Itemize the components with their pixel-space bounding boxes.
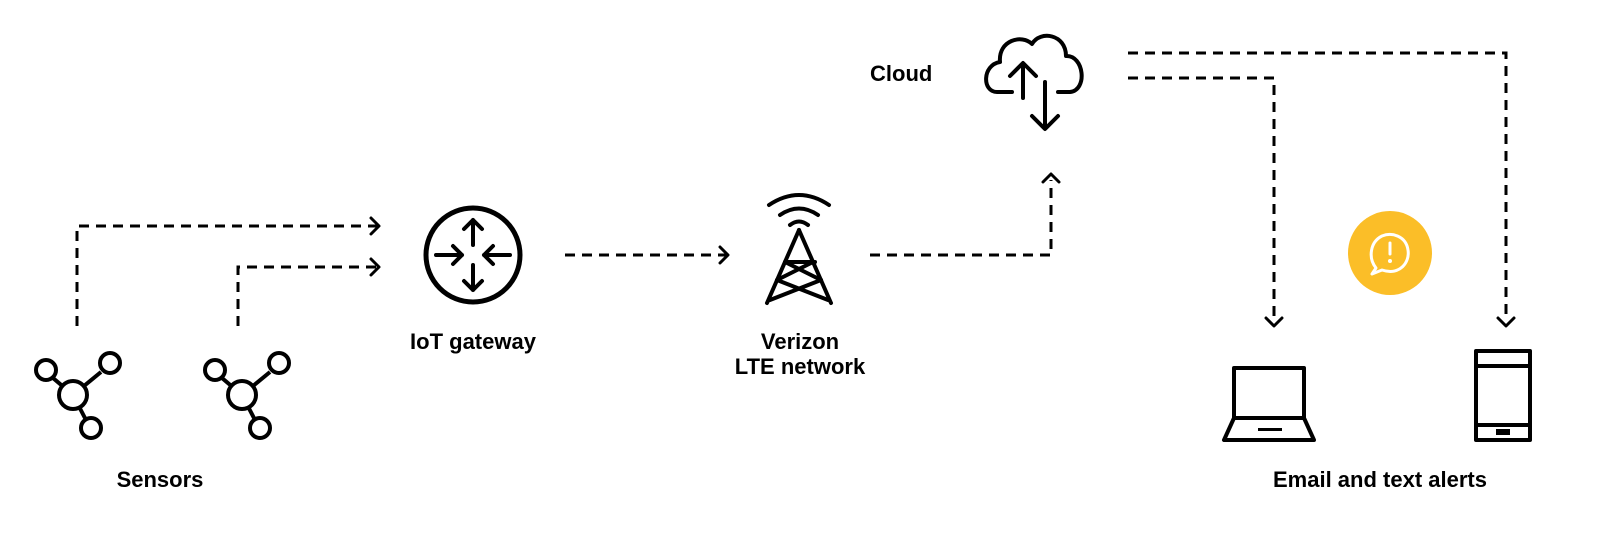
router-icon [423,205,523,305]
arrowhead-icon [1041,172,1061,184]
network-label-line-1: Verizon [760,329,840,354]
network-label-line-2: LTE network [734,354,866,379]
arrowhead-icon [369,257,381,277]
laptop-icon [1222,366,1316,442]
alerts-label: Email and text alerts [1273,467,1487,492]
arrowhead-icon [369,216,381,236]
network-label: Verizon LTE network [700,329,900,379]
sensor-hub-icon [203,351,291,440]
phone-icon [1474,349,1532,442]
arrowhead-icon [718,245,730,265]
network-to-cloud-connector [870,180,1053,257]
arrowhead-icon [1496,316,1516,328]
cell-tower-icon [765,193,833,305]
gateway-label: IoT gateway [410,329,536,354]
sensors-label: Sensors [116,467,204,492]
cloud-to-phone-connector [1128,51,1508,320]
alert-chat-icon [1348,211,1432,295]
cloud-label: Cloud [870,61,933,86]
arrowhead-icon [1264,316,1284,328]
sensor-hub-icon [34,351,122,440]
cloud-to-laptop-connector [1128,76,1276,320]
sensor-2-to-gateway-connector [236,265,378,326]
cloud-sync-icon [984,34,1084,131]
sensor-1-to-gateway-connector [75,224,378,326]
